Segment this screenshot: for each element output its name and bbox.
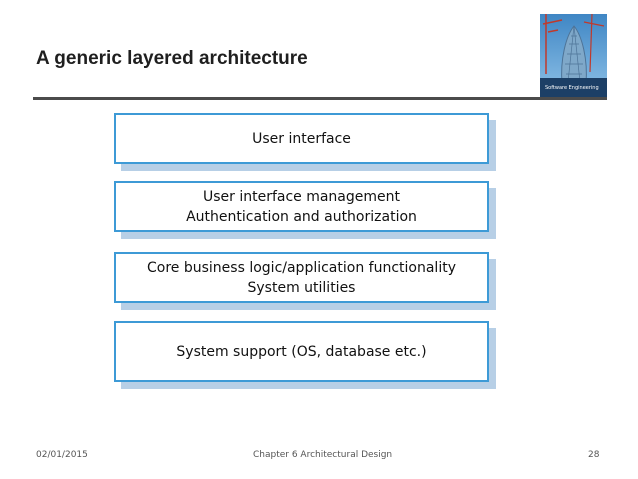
title-divider bbox=[33, 97, 607, 100]
footer-date: 02/01/2015 bbox=[36, 450, 88, 460]
layer-label: Core business logic/application function… bbox=[147, 259, 456, 276]
slide-title: A generic layered architecture bbox=[36, 48, 308, 69]
layer-ui-management: User interface management Authentication… bbox=[114, 181, 489, 232]
layer-label: User interface bbox=[252, 130, 351, 147]
book-cover-caption: Software Engineering bbox=[545, 85, 599, 91]
layer-label: Authentication and authorization bbox=[186, 208, 417, 225]
footer-chapter-title: Chapter 6 Architectural Design bbox=[253, 450, 393, 460]
layer-label: System utilities bbox=[247, 279, 356, 296]
layer-label: System support (OS, database etc.) bbox=[176, 343, 427, 360]
layer-system-support: System support (OS, database etc.) bbox=[114, 321, 489, 382]
layer-business-logic: Core business logic/application function… bbox=[114, 252, 489, 303]
layer-label: User interface management bbox=[202, 188, 401, 205]
footer-page-number: 28 bbox=[588, 450, 600, 460]
layer-user-interface: User interface bbox=[114, 113, 489, 164]
book-cover-image: Software Engineering bbox=[540, 14, 607, 97]
